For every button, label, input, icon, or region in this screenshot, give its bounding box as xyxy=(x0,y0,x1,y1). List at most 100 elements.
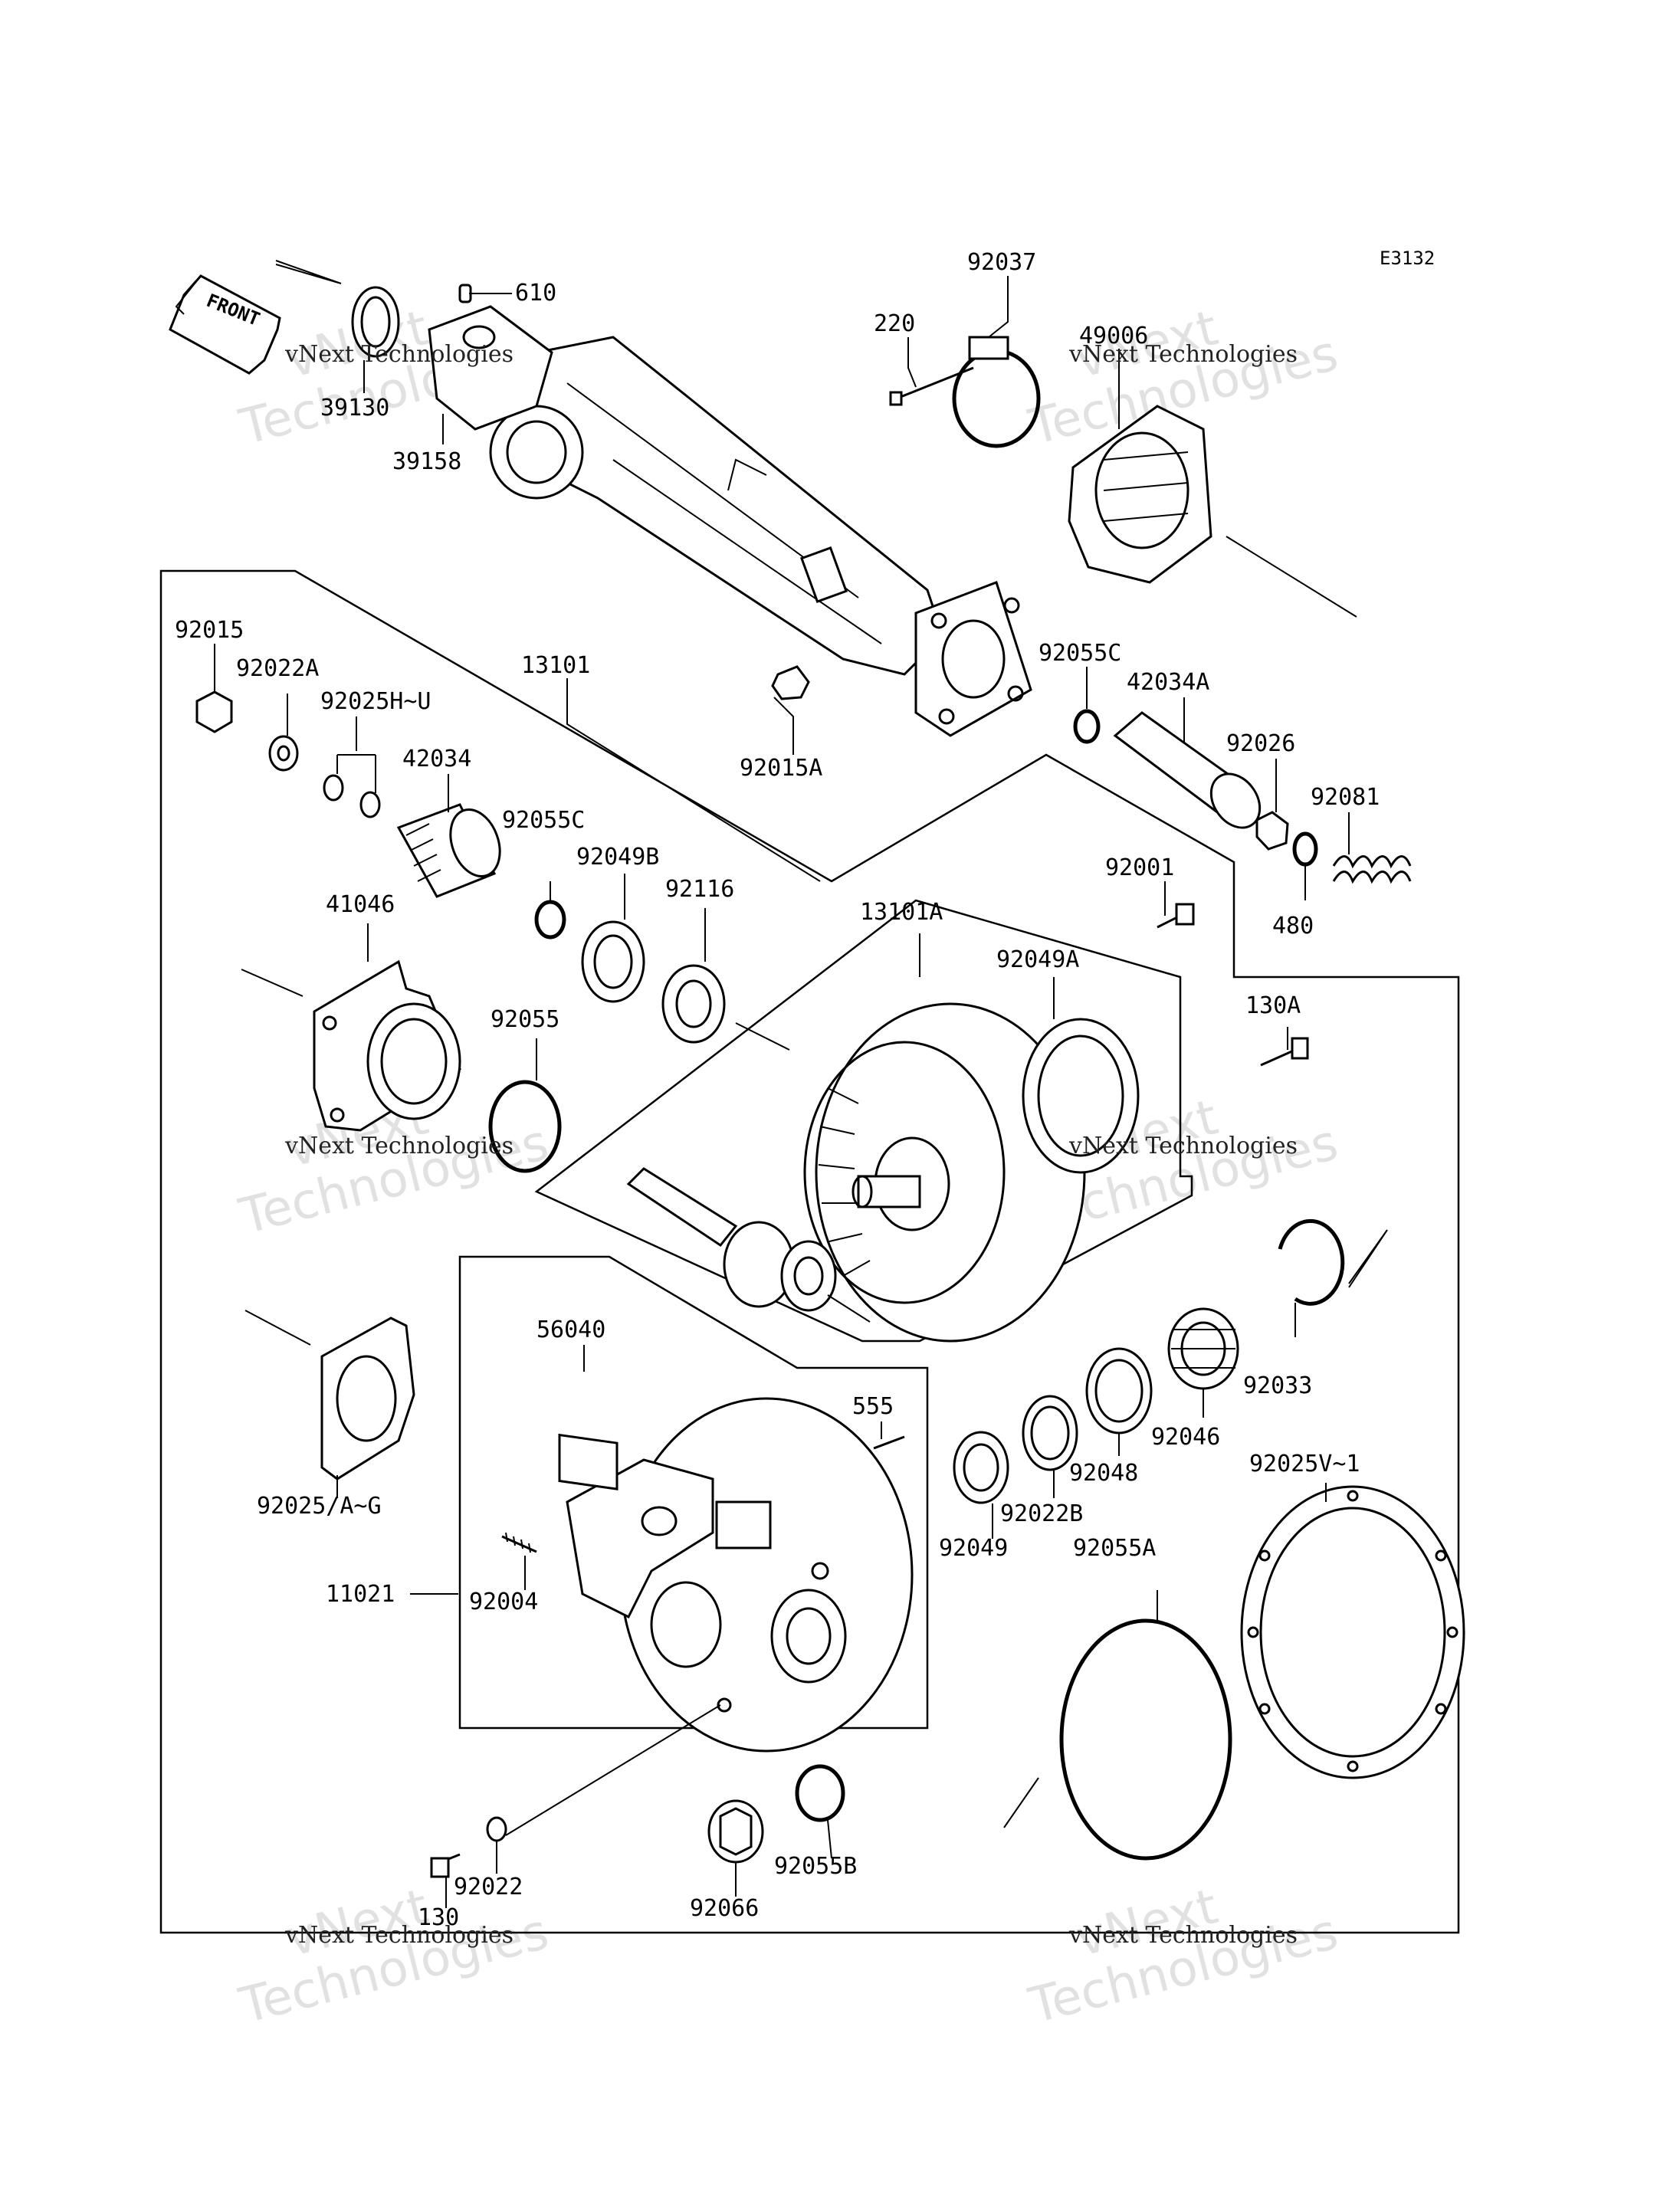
gasket-hole xyxy=(1435,1703,1447,1715)
part-label: 555 xyxy=(852,1393,894,1420)
watermark-captions: vNext Technologies vNext Technologies vN… xyxy=(284,341,1298,1949)
gasket-hole xyxy=(1446,1626,1459,1638)
spline-coupling xyxy=(800,546,848,603)
spring-coil-2 xyxy=(1332,871,1412,884)
housing-frame xyxy=(458,1255,929,1730)
gasket-body xyxy=(320,1317,415,1481)
housing-rib xyxy=(727,458,767,491)
bolt-head xyxy=(1291,1037,1309,1060)
ring-gear-shaft-end xyxy=(851,1175,873,1208)
pinion-shaft-body xyxy=(626,1167,738,1248)
stud-threads xyxy=(505,1532,531,1553)
flange-bolt-hole xyxy=(938,708,955,725)
part-39130-seal xyxy=(351,286,400,358)
part-label: 92022 xyxy=(454,1874,523,1900)
housing-arm xyxy=(566,1458,714,1619)
part-92055C-top-oring xyxy=(1073,709,1101,744)
part-label: 92022B xyxy=(1000,1500,1083,1527)
bolt-head xyxy=(1175,903,1195,926)
part-label: 92049A xyxy=(996,946,1079,973)
part-label: 92055C xyxy=(1039,640,1121,667)
housing-tube-edge-2 xyxy=(612,459,882,644)
ring-gear-teeth xyxy=(803,1041,1006,1304)
gasket-hole xyxy=(1347,1490,1359,1502)
part-92116-bearing xyxy=(661,964,726,1044)
part-92015-nut xyxy=(195,690,233,733)
part-label: 130 xyxy=(418,1904,459,1931)
part-label: 92025H~U xyxy=(320,688,431,715)
housing-boss xyxy=(489,405,584,500)
part-92004-stud xyxy=(501,1535,537,1553)
explode-arrow xyxy=(1226,536,1357,618)
part-label: 49006 xyxy=(1079,323,1148,349)
watermark-caption: vNext Technologies xyxy=(284,1922,514,1949)
part-92049-seal-inner xyxy=(963,1443,999,1492)
part-label: 42034A xyxy=(1127,669,1209,696)
bearing-inner xyxy=(675,979,712,1028)
part-92049B-seal xyxy=(581,920,645,1003)
housing-body xyxy=(619,1397,914,1753)
part-92025V1-gasket xyxy=(1240,1485,1465,1779)
part-label: 92048 xyxy=(1069,1460,1138,1487)
part-label: 92004 xyxy=(469,1589,538,1615)
part-92033-snap-ring xyxy=(1278,1218,1345,1306)
sleeve-end xyxy=(449,808,501,878)
housing-boss-center xyxy=(770,1589,847,1684)
part-label: 92055 xyxy=(491,1006,559,1033)
part-92025HU-shim xyxy=(323,774,344,802)
bolt-head xyxy=(430,1857,450,1878)
part-label: 92081 xyxy=(1311,784,1380,811)
gasket-hole xyxy=(1247,1626,1259,1638)
assembly-frames xyxy=(159,569,1460,1934)
part-92015A-nut xyxy=(771,665,810,700)
part-42034-sleeve xyxy=(396,803,501,898)
part-92049A-seal xyxy=(1022,1018,1140,1174)
part-label: 92015 xyxy=(175,617,244,644)
ring-gear-assembly xyxy=(803,1002,1140,1343)
bearing-outer xyxy=(661,964,726,1044)
part-label: 92022A xyxy=(236,655,319,682)
seal-outer xyxy=(581,920,645,1003)
pinion-bearing xyxy=(780,1240,837,1312)
part-label: 92116 xyxy=(665,876,734,903)
sleeve-splines xyxy=(405,823,441,882)
housing-boss-bore xyxy=(786,1607,832,1665)
part-label: 92046 xyxy=(1151,1424,1220,1451)
part-92022A-washer xyxy=(268,735,299,772)
part-label: 92033 xyxy=(1243,1372,1312,1399)
clamp-band xyxy=(952,349,1041,448)
gasket-inner xyxy=(1259,1507,1446,1758)
bolt-shank xyxy=(1260,1048,1296,1067)
part-label: 92055A xyxy=(1073,1535,1156,1562)
pinion-shaft xyxy=(626,1167,837,1312)
housing-boss-left xyxy=(650,1581,722,1668)
watermark-caption: vNext Technologies xyxy=(284,341,514,368)
part-label: 56040 xyxy=(536,1317,605,1343)
boot-ribs xyxy=(1103,451,1189,522)
part-label: 39130 xyxy=(320,395,389,421)
part-label: 92001 xyxy=(1105,854,1174,881)
explode-arrow xyxy=(241,969,304,997)
part-92046-needle-bearing xyxy=(1167,1307,1239,1390)
part-92001-bolt xyxy=(1157,903,1195,929)
explode-arrow xyxy=(827,1294,871,1323)
diagram-code: E3132 xyxy=(1380,248,1435,269)
explode-arrow xyxy=(735,1022,790,1051)
u-joint-hole xyxy=(462,325,496,349)
part-label: 92055C xyxy=(502,807,585,834)
u-joint-yoke xyxy=(428,305,553,431)
pinion-bearing-inner xyxy=(793,1256,824,1296)
seal-inner xyxy=(360,296,391,348)
part-92022B-shim-inner xyxy=(1030,1405,1070,1461)
part-480-circlip xyxy=(1292,831,1318,867)
gasket-hole xyxy=(1435,1549,1447,1562)
part-41046-carrier xyxy=(313,959,461,1132)
washer-hole xyxy=(277,745,290,762)
part-label: 92066 xyxy=(690,1895,759,1922)
boot-bore xyxy=(1094,431,1189,549)
part-42034A-sleeve xyxy=(1113,711,1262,829)
part-label: 92026 xyxy=(1226,730,1295,757)
flange-bolt-hole xyxy=(1003,597,1020,614)
sleeve-end xyxy=(1209,772,1262,829)
